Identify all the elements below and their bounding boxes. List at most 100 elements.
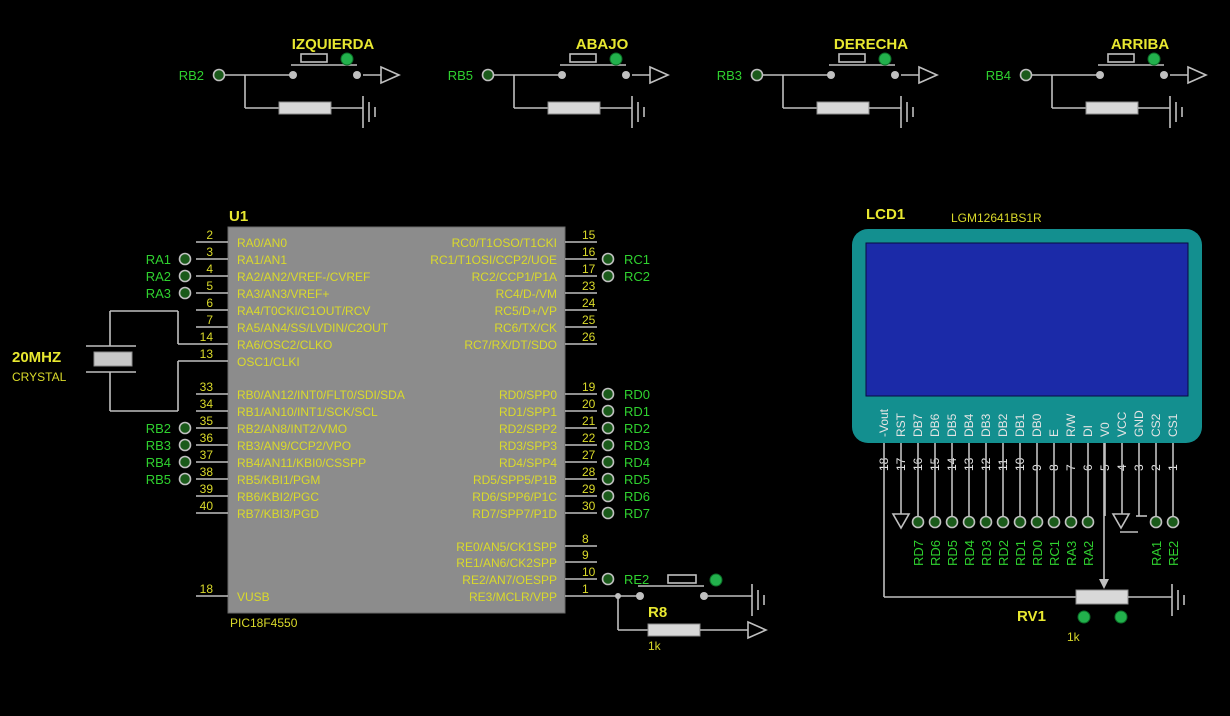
microcontroller-u1[interactable]: U1PIC18F45502RA0/AN03RA1/AN1RA14RA2/AN2/… bbox=[146, 208, 650, 630]
button-terminal[interactable] bbox=[212, 68, 226, 82]
lcd-pin-terminal[interactable] bbox=[945, 515, 959, 529]
pin-terminal[interactable] bbox=[601, 472, 615, 486]
button-terminal[interactable] bbox=[1019, 68, 1033, 82]
lcd-pin[interactable]: V05 bbox=[1098, 422, 1112, 516]
pin-terminal[interactable] bbox=[601, 404, 615, 418]
lcd-pin[interactable]: GND3 bbox=[1132, 410, 1146, 516]
pin-terminal[interactable] bbox=[601, 387, 615, 401]
pin-terminal[interactable] bbox=[178, 472, 192, 486]
lcd-pin[interactable]: VCC4 bbox=[1115, 411, 1129, 516]
pin-terminal[interactable] bbox=[601, 506, 615, 520]
lcd-pin-terminal[interactable] bbox=[1047, 515, 1061, 529]
button-terminal[interactable] bbox=[481, 68, 495, 82]
lcd-pin-terminal[interactable] bbox=[1013, 515, 1027, 529]
lcd-pin[interactable]: DB211RD2 bbox=[996, 413, 1011, 566]
lcd-pin-terminal[interactable] bbox=[1030, 515, 1044, 529]
pin-terminal[interactable] bbox=[178, 269, 192, 283]
pin-terminal[interactable] bbox=[601, 269, 615, 283]
lcd-pin[interactable]: DB09RD0 bbox=[1030, 413, 1045, 566]
switch-cap[interactable] bbox=[300, 53, 328, 63]
lcd-pin[interactable]: R/W7RA3 bbox=[1064, 413, 1079, 566]
lcd-pin[interactable]: CS11RE2 bbox=[1166, 413, 1181, 566]
lcd-pin[interactable]: CS22RA1 bbox=[1149, 413, 1164, 566]
lcd-pin-terminal[interactable] bbox=[979, 515, 993, 529]
pin-terminal[interactable] bbox=[601, 489, 615, 503]
pot-body[interactable] bbox=[1075, 589, 1129, 605]
lcd-pin[interactable]: E8RC1 bbox=[1047, 429, 1062, 566]
pin-terminal[interactable] bbox=[601, 572, 615, 586]
lcd-pin-terminal[interactable] bbox=[1166, 515, 1180, 529]
pin-terminal[interactable] bbox=[178, 421, 192, 435]
lcd-pin-terminal[interactable] bbox=[928, 515, 942, 529]
switch-cap[interactable] bbox=[1107, 53, 1135, 63]
switch-cap[interactable] bbox=[838, 53, 866, 63]
lcd-pin-terminal[interactable] bbox=[1064, 515, 1078, 529]
pin-terminal[interactable] bbox=[178, 455, 192, 469]
lcd-pin-terminal[interactable] bbox=[1081, 515, 1095, 529]
lcd-pin-terminal[interactable] bbox=[911, 515, 925, 529]
pin-terminal[interactable] bbox=[178, 438, 192, 452]
lcd-pin-terminal[interactable] bbox=[996, 515, 1010, 529]
button-terminal[interactable] bbox=[750, 68, 764, 82]
pin-terminal[interactable] bbox=[178, 252, 192, 266]
lcd-pin-terminal[interactable] bbox=[1149, 515, 1163, 529]
pin-terminal[interactable] bbox=[601, 455, 615, 469]
lcd-pin-terminal[interactable] bbox=[962, 515, 976, 529]
pin-terminal[interactable] bbox=[601, 438, 615, 452]
switch-cap[interactable] bbox=[569, 53, 597, 63]
pin-terminal[interactable] bbox=[601, 252, 615, 266]
pin-terminal[interactable] bbox=[178, 286, 192, 300]
